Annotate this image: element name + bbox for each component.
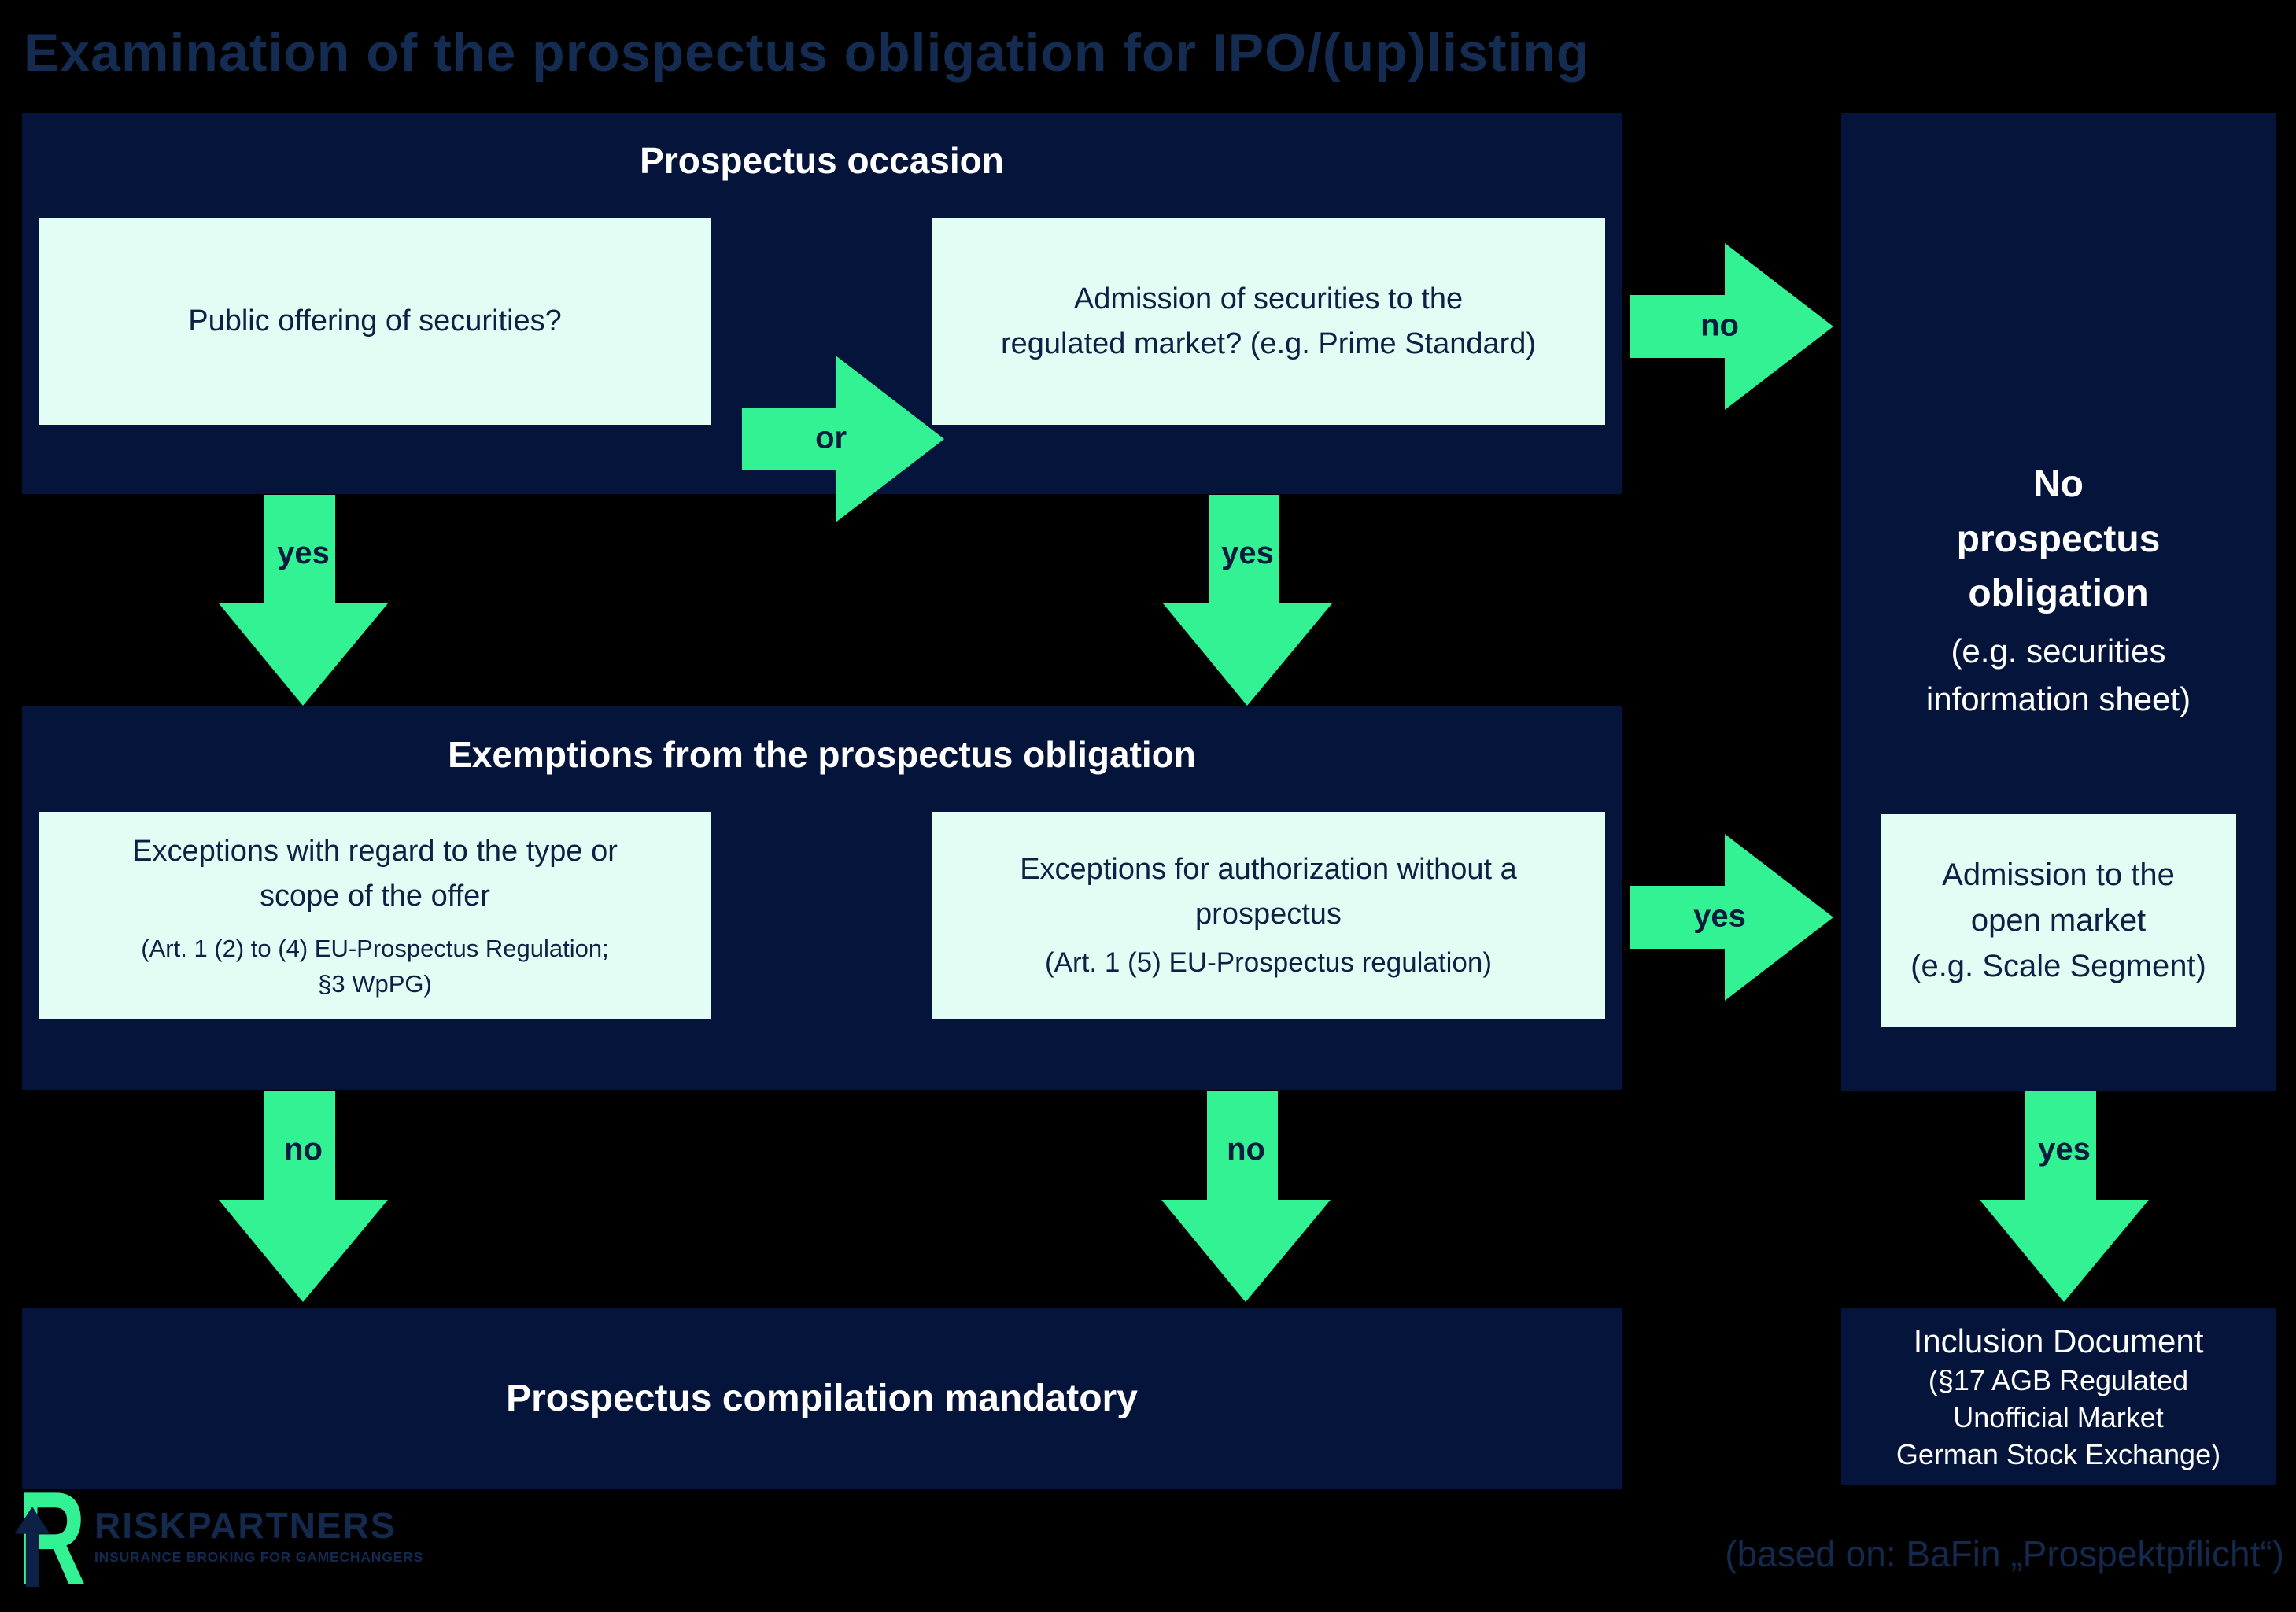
box-authorization-line: prospectus — [1195, 898, 1342, 931]
no-obligation-title: No prospectus obligation — [1956, 463, 2161, 615]
inclusion-document-line: German Stock Exchange) — [1895, 1437, 2221, 1470]
box-authorization-ref: (Art. 1 (5) EU-Prospectus regulation) — [1045, 947, 1492, 979]
riskpartners-logo-icon: R — [14, 1472, 86, 1604]
no-arrow-label: no — [1700, 308, 1739, 343]
box-public-offering-text: Public offering of securities? — [188, 304, 562, 338]
section-exemptions: Exemptions from the prospectus obligatio… — [22, 706, 1622, 1090]
yes-arrow-label: yes — [277, 536, 330, 570]
right-arrow-shape — [1630, 834, 1833, 1001]
no-obligation-note: (e.g. securities information sheet) — [1925, 632, 2191, 717]
no-down-arrow-left-icon: no — [219, 1091, 388, 1302]
box-exceptions-authorization: Exceptions for authorization without a p… — [932, 812, 1605, 1019]
inclusion-document-line: Unofficial Market — [1953, 1400, 2164, 1433]
page-title: Examination of the prospectus obligation… — [24, 23, 1590, 83]
inclusion-document-line: (§17 AGB Regulated — [1928, 1364, 2189, 1397]
box-admission-open-market: Admission to the open market (e.g. Scale… — [1881, 814, 2236, 1027]
riskpartners-logo: R RISKPARTNERS INSURANCE BROKING FOR GAM… — [14, 1472, 423, 1604]
yes-down-arrow-right-icon: yes — [1980, 1091, 2149, 1302]
no-arrow-label: no — [1227, 1132, 1265, 1167]
box-type-scope-ref: §3 WpPG) — [318, 969, 432, 998]
section-prospectus-occasion: Prospectus occasion Public offering of s… — [22, 113, 1622, 522]
down-arrow-shape — [219, 1091, 388, 1302]
box-admission-line: regulated market? (e.g. Prime Standard) — [1000, 326, 1537, 360]
section-occasion-header: Prospectus occasion — [640, 140, 1004, 181]
down-arrow-shape — [1163, 495, 1332, 706]
box-open-market-line: open market — [1970, 903, 2147, 938]
box-public-offering: Public offering of securities? — [39, 218, 711, 425]
box-authorization-line: Exceptions for authorization without a — [1020, 853, 1517, 887]
no-down-arrow-center-icon: no — [1161, 1091, 1331, 1302]
logo-name: RISKPARTNERS — [94, 1505, 397, 1546]
yes-down-arrow-center-icon: yes — [1163, 495, 1332, 706]
down-arrow-shape — [1161, 1091, 1331, 1302]
logo-up-arrow-icon — [14, 1507, 50, 1587]
box-admission-regulated-market: Admission of securities to the regulated… — [932, 218, 1605, 425]
logo-tagline: INSURANCE BROKING FOR GAMECHANGERS — [94, 1549, 424, 1566]
box-type-scope-line: scope of the offer — [260, 879, 490, 913]
yes-arrow-to-open-market-icon: yes — [1630, 834, 1833, 1001]
no-obligation-text-block: No prospectus obligation (e.g. securitie… — [1841, 457, 2276, 724]
down-arrow-shape — [1980, 1091, 2149, 1302]
yes-arrow-label: yes — [1693, 898, 1746, 934]
yes-arrow-label: yes — [2038, 1132, 2091, 1167]
box-open-market-line: Admission to the — [1942, 858, 2175, 892]
yes-down-arrow-left-icon: yes — [219, 495, 388, 706]
box-admission-line: Admission of securities to the — [1073, 282, 1464, 315]
box-exceptions-type-scope: Exceptions with regard to the type or sc… — [39, 812, 711, 1019]
panel-no-prospectus-obligation: No prospectus obligation (e.g. securitie… — [1841, 113, 2276, 1091]
box-type-scope-line: Exceptions with regard to the type or — [132, 834, 618, 868]
no-arrow-to-panel-icon: no — [1630, 243, 1833, 410]
or-arrow-label: or — [815, 420, 847, 456]
box-inclusion-document: Inclusion Document (§17 AGB Regulated Un… — [1841, 1308, 2276, 1485]
section-exemptions-header: Exemptions from the prospectus obligatio… — [448, 734, 1196, 775]
inclusion-document-line: Inclusion Document — [1913, 1322, 2204, 1359]
bar-prospectus-mandatory-label: Prospectus compilation mandatory — [506, 1378, 1138, 1419]
yes-arrow-label: yes — [1221, 536, 1274, 570]
logo-text-block: RISKPARTNERS INSURANCE BROKING FOR GAMEC… — [94, 1489, 423, 1566]
box-open-market-line: (e.g. Scale Segment) — [1910, 949, 2206, 983]
box-type-scope-ref: (Art. 1 (2) to (4) EU-Prospectus Regulat… — [141, 934, 609, 962]
attribution-text: (based on: BaFin „Prospektpflicht“) — [1725, 1533, 2284, 1574]
bar-prospectus-mandatory: Prospectus compilation mandatory — [22, 1308, 1622, 1489]
down-arrow-shape — [219, 495, 388, 706]
or-arrow-icon: or — [742, 356, 944, 522]
right-arrow-shape — [742, 356, 944, 522]
right-arrow-shape — [1630, 243, 1833, 410]
no-arrow-label: no — [284, 1132, 323, 1167]
